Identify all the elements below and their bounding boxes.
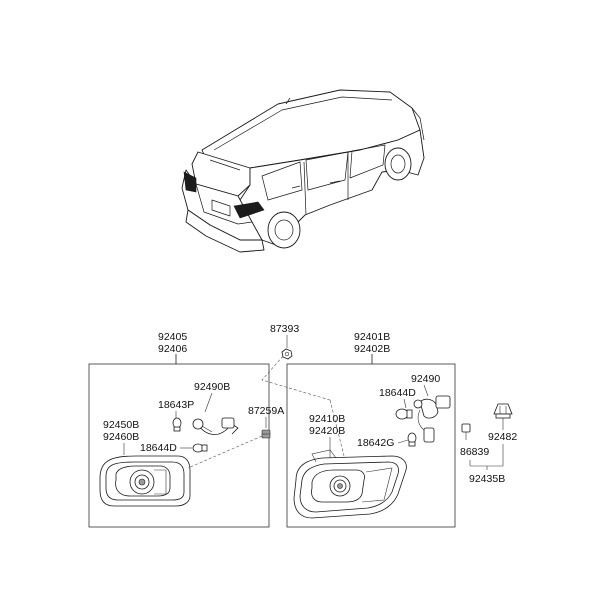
grommet-92482 [493,403,513,419]
label-87393: 87393 [270,323,299,335]
label-92401B: 92401B [354,331,390,343]
label-92410B: 92410B [309,413,345,425]
label-18643P: 18643P [158,399,194,411]
bulb-18642G [407,432,417,447]
outer-lamp-box [286,363,456,528]
label-92420B: 92420B [309,425,345,437]
bolt-86839 [461,423,471,440]
outer-lamp-assembly [293,449,407,519]
left-tail-lamp-highlight [183,171,197,193]
fasteners: 87393 87259A [187,323,346,469]
inner-lamp-box [88,363,270,528]
inner-lamp-assembly [99,455,191,507]
label-92402B: 92402B [354,343,390,355]
bulb-18644D-left [192,443,208,453]
label-92460B: 92460B [103,431,139,443]
label-18644D-left: 18644D [140,442,177,454]
vehicle-illustration [181,89,425,253]
inner-lamp-group: 92405 92406 92490B 18643P 18644D 92450B … [88,331,270,528]
label-92450B: 92450B [103,419,139,431]
bulb-18643P [172,417,182,432]
grommet-group: 92482 86839 92435B [460,403,517,485]
label-92405: 92405 [158,331,187,343]
label-18642G: 18642G [357,437,394,449]
label-92490B: 92490B [194,381,230,393]
socket-harness-92490 [413,395,451,443]
outer-lamp-group: 92401B 92402B 92490 18644D 92410B 92420B… [286,331,456,528]
label-92490: 92490 [411,373,440,385]
right-tail-lamp-highlight [233,201,265,219]
socket-harness-92490B [192,417,239,435]
label-86839: 86839 [460,446,489,458]
label-92435B: 92435B [469,473,505,485]
nut-87393 [281,348,293,360]
label-18644D-right: 18644D [379,387,416,399]
label-92406: 92406 [158,343,187,355]
label-87259A: 87259A [248,405,284,417]
label-92482: 92482 [488,431,517,443]
bulb-18644D-right [395,408,413,420]
clip-87259A [261,429,271,439]
